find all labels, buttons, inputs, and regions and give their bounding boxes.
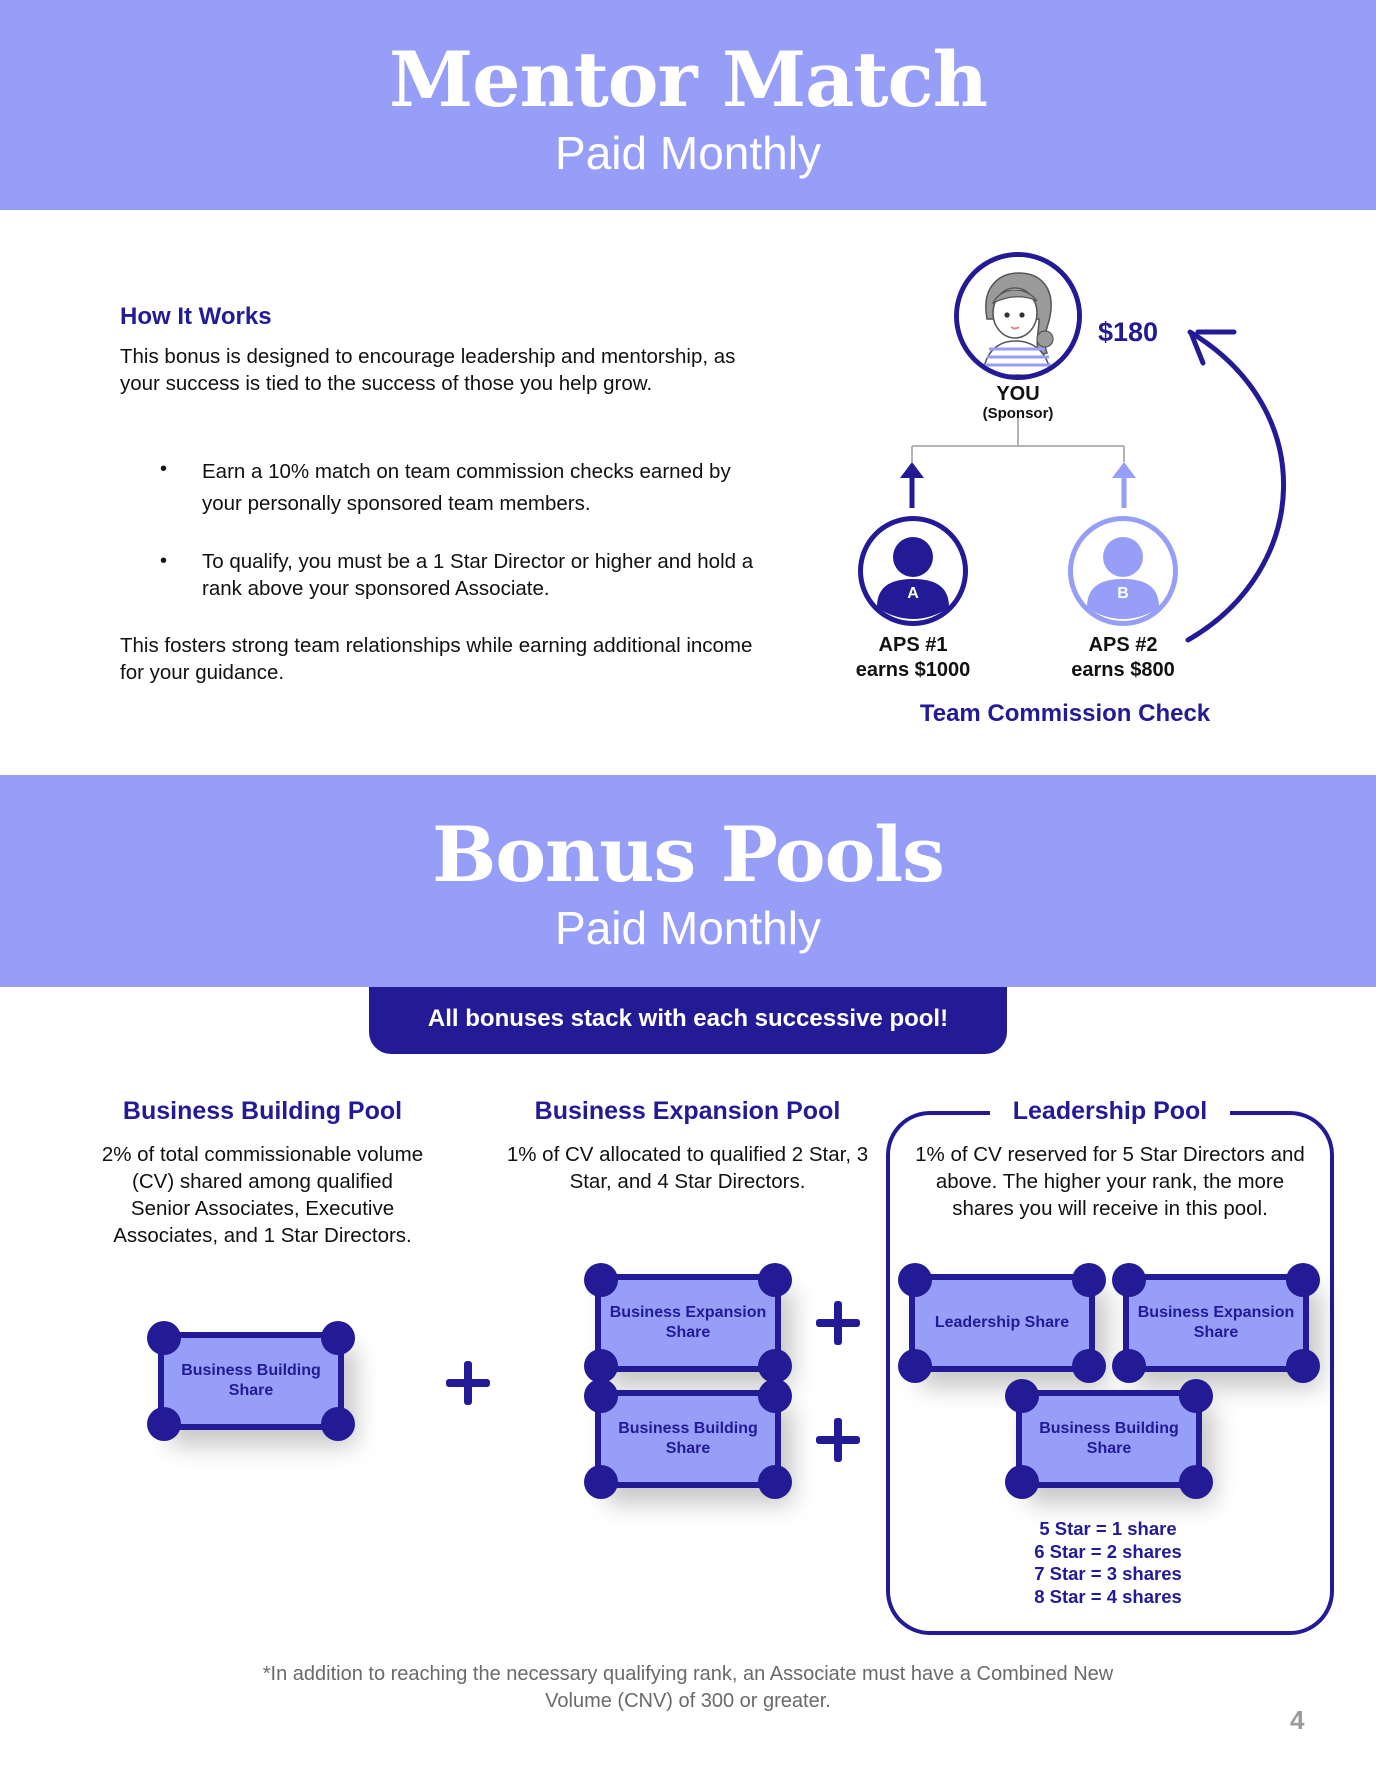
plus-icon xyxy=(816,1301,860,1345)
member-b-avatar: B xyxy=(1068,516,1178,626)
bullet-text: To qualify, you must be a 1 Star Directo… xyxy=(202,550,754,600)
plus-icon xyxy=(446,1361,490,1405)
share-card-label: Business Building Share xyxy=(618,1420,758,1457)
share-card-business-building: Business Building Share xyxy=(147,1321,355,1441)
member-letter: A xyxy=(907,585,919,602)
share-tier-list: 5 Star = 1 share 6 Star = 2 shares 7 Sta… xyxy=(1008,1518,1208,1608)
share-card-label: Business Building Share xyxy=(181,1362,321,1399)
person-icon xyxy=(1087,537,1159,619)
share-tier: 7 Star = 3 shares xyxy=(1034,1563,1182,1584)
mentor-match-subtitle: Paid Monthly xyxy=(555,127,821,179)
tree-connector xyxy=(911,415,1125,462)
aps-2-name: APS #2 xyxy=(1088,634,1158,656)
sponsor-label: (Sponsor) xyxy=(982,405,1054,422)
business-building-pool-title: Business Building Pool xyxy=(122,1097,403,1125)
match-amount: $180 xyxy=(1098,317,1159,347)
business-expansion-pool-description: 1% of CV allocated to qualified 2 Star, … xyxy=(506,1143,869,1193)
leadership-pool-title: Leadership Pool xyxy=(990,1097,1230,1126)
share-tier: 6 Star = 2 shares xyxy=(1034,1540,1182,1562)
share-tier: 8 Star = 4 shares xyxy=(1034,1585,1182,1607)
aps-1-name: APS #1 xyxy=(878,634,948,656)
mentor-match-banner: Mentor Match Paid Monthly xyxy=(0,0,1376,210)
bullet-dot: • xyxy=(160,458,168,480)
member-letter: B xyxy=(1117,585,1129,602)
arrow-up-icon xyxy=(900,462,924,508)
business-building-pool-description: 2% of total commissionable volume (CV) s… xyxy=(101,1143,424,1247)
aps-2-earnings: earns $800 xyxy=(1071,659,1175,681)
bullet-text: Earn a 10% match on team commission chec… xyxy=(202,460,731,515)
share-card-label: Business Expansion Share xyxy=(1137,1304,1295,1341)
stack-note-banner: All bonuses stack with each successive p… xyxy=(369,987,1007,1054)
how-it-works-heading: How It Works xyxy=(120,303,272,330)
page-number: 4 xyxy=(1290,1705,1305,1735)
leadership-pool-description: 1% of CV reserved for 5 Star Directors a… xyxy=(915,1143,1305,1220)
diagram-connectors xyxy=(900,329,1286,643)
bonus-pools-subtitle: Paid Monthly xyxy=(555,902,821,954)
curved-arrow-icon xyxy=(1185,329,1286,643)
bullet-dot: • xyxy=(160,550,168,572)
share-card-label: Business Expansion Share xyxy=(609,1304,767,1341)
woman-avatar-icon xyxy=(959,257,1077,375)
bonus-pools-banner: Bonus Pools Paid Monthly xyxy=(0,775,1376,987)
plus-icon xyxy=(816,1418,860,1462)
arrow-up-icon xyxy=(1112,462,1136,508)
share-card-label: Business Building Share xyxy=(1039,1420,1179,1457)
share-card-business-building: Business Building Share xyxy=(1005,1379,1213,1499)
member-a-avatar: A xyxy=(858,516,968,626)
share-card-label: Leadership Share xyxy=(934,1314,1070,1331)
share-card-leadership: Leadership Share xyxy=(898,1263,1106,1383)
person-icon xyxy=(877,537,949,619)
team-commission-check-label: Team Commission Check xyxy=(919,700,1211,727)
business-expansion-pool-title: Business Expansion Pool xyxy=(534,1097,841,1125)
share-tier: 5 Star = 1 share xyxy=(1039,1518,1177,1539)
share-card-business-building: Business Building Share xyxy=(584,1379,792,1499)
mentor-match-title: Mentor Match xyxy=(388,35,988,124)
footnote: *In addition to reaching the necessary q… xyxy=(262,1663,1114,1712)
how-it-works-intro: This bonus is designed to encourage lead… xyxy=(120,345,736,395)
aps-1-earnings: earns $1000 xyxy=(855,659,971,681)
sponsor-avatar xyxy=(954,252,1082,380)
bonus-pools-title: Bonus Pools xyxy=(432,810,945,899)
mentor-match-diagram: YOU (Sponsor) $180 A B APS #1 earns $100… xyxy=(820,240,1340,740)
you-label: YOU xyxy=(996,383,1040,405)
share-card-business-expansion: Business Expansion Share xyxy=(1112,1263,1320,1383)
how-it-works-outro: This fosters strong team relationships w… xyxy=(120,634,753,684)
share-card-business-expansion: Business Expansion Share xyxy=(584,1263,792,1383)
